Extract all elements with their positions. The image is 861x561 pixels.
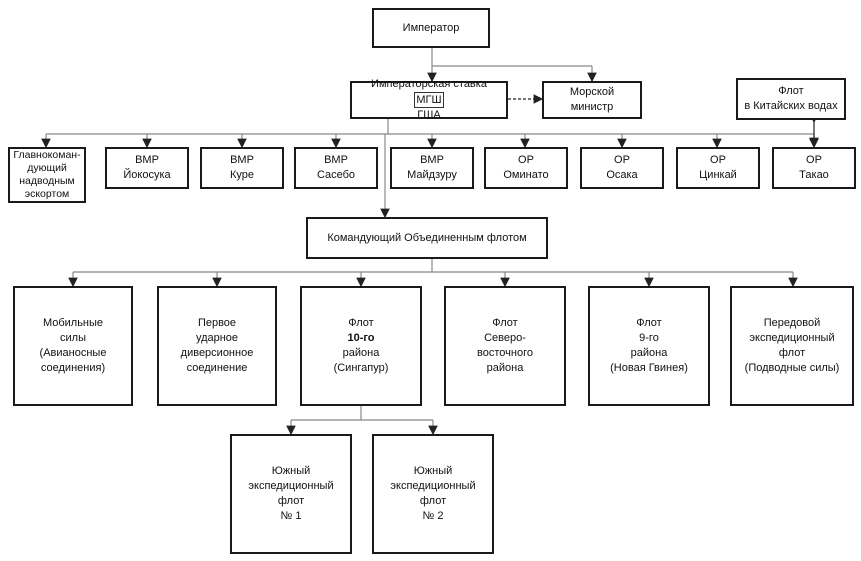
northeast-area-fleet-box: Флот Северо- восточного района [444, 286, 566, 406]
box-text-line: ВМР [420, 154, 444, 167]
guard-district-takao-box: ОР Такао [772, 147, 856, 189]
emperor-label: Император [402, 21, 460, 34]
box-text-line: ОР [518, 154, 534, 167]
imperial-headquarters-title: Императорская ставка [371, 77, 487, 90]
box-text-line: флот [277, 495, 305, 507]
box-text-line: МГШ ГША [414, 91, 444, 124]
southern-expeditionary-fleet-1-box: Южный экспедиционный флот № 1 [230, 434, 352, 554]
box-text-line: дующий [27, 161, 67, 174]
box-text-line: экспедиционный [248, 480, 334, 493]
box-text-line: Южный [413, 465, 453, 478]
china-fleet-line: Флот [778, 85, 804, 98]
box-text-line: ОР [614, 154, 630, 167]
box-text-line: № 2 [422, 509, 444, 522]
box-text-line: Передовой [763, 317, 821, 330]
naval-district-maizuru-box: ВМР Майдзуру [390, 147, 474, 189]
mobile-force-box: Мобильные силы (Авианосные соединения) [13, 286, 133, 406]
box-text-line: 10-го [347, 332, 375, 345]
escort-commander-box: Главнокоман- дующий надводным эскортом [8, 147, 86, 203]
box-text-line: Цинкай [699, 169, 737, 181]
box-text-line: Йокосука [123, 169, 171, 181]
box-text-line: надводным [19, 175, 75, 187]
box-text-line: района [486, 361, 524, 374]
box-text-line: ВМР [135, 154, 159, 167]
box-text-line: ВМР [230, 154, 254, 167]
navy-minister-line: министр [570, 101, 614, 113]
tenth-area-fleet-box: Флот 10-го района (Сингапур) [300, 286, 422, 406]
ninth-area-fleet-box: Флот 9-го района (Новая Гвинея) [588, 286, 710, 406]
box-text-line: (Подводные силы) [744, 361, 840, 374]
box-text-line: Осака [606, 169, 638, 181]
box-text-line: экспедиционный [749, 332, 835, 345]
china-fleet-line: в Китайских водах [744, 100, 838, 112]
box-text-line: № 1 [280, 509, 302, 522]
navy-minister-box: Морской министр [542, 81, 642, 119]
box-text-line: района [630, 347, 668, 359]
box-text-line: Первое [197, 317, 237, 330]
box-text-line: Мобильные [42, 317, 104, 330]
box-text-line: 9-го [639, 332, 659, 345]
box-text-line: флот [778, 347, 806, 359]
box-text-line: соединения) [40, 361, 106, 374]
box-text-line: экспедиционный [390, 480, 476, 493]
box-text-line: (Новая Гвинея) [610, 361, 688, 374]
box-text-line: Майдзуру [407, 169, 457, 181]
guard-district-ominato-box: ОР Оминато [484, 147, 568, 189]
naval-district-sasebo-box: ВМР Сасебо [294, 147, 378, 189]
box-text-line: (Сингапур) [333, 361, 389, 374]
box-text-line: восточного [477, 347, 533, 359]
combined-fleet-commander-box: Командующий Объединенным флотом [306, 217, 548, 259]
box-text-line: Главнокоман- [13, 148, 81, 161]
box-text-line: Флот [492, 317, 518, 330]
box-text-line: Сасебо [316, 169, 356, 181]
box-text-line: ВМР [324, 154, 348, 167]
box-text-line: ОР [710, 154, 726, 167]
navy-minister-line: Морской [569, 86, 615, 99]
imperial-headquarters-box: Императорская ставка МГШ ГША [350, 78, 508, 121]
box-text-line: силы [60, 332, 86, 345]
box-text-line: диверсионное [180, 347, 254, 359]
guard-district-chinkai-box: ОР Цинкай [676, 147, 760, 189]
box-text-line: ударное [195, 332, 239, 345]
naval-staff-label: МГШ [414, 91, 444, 109]
box-text-line: Северо- [484, 332, 526, 345]
first-striking-force-box: Первое ударное диверсионное соединение [157, 286, 277, 406]
box-text-line: Флот [348, 317, 374, 330]
box-text-line: Флот [636, 317, 662, 330]
box-text-line: Южный [271, 465, 311, 478]
southern-expeditionary-fleet-2-box: Южный экспедиционный флот № 2 [372, 434, 494, 554]
box-text-line: соединение [186, 361, 248, 374]
emperor-box: Император [372, 8, 490, 48]
box-text-line: района [342, 347, 380, 359]
box-text-line: ОР [806, 154, 822, 167]
army-staff-label: ГША [417, 109, 441, 122]
box-text-line: эскортом [24, 188, 70, 201]
box-text-line: (Авианосные [39, 347, 107, 359]
guard-district-osaka-box: ОР Осака [580, 147, 664, 189]
box-text-line: Такао [799, 169, 829, 181]
naval-district-yokosuka-box: ВМР Йокосука [105, 147, 189, 189]
naval-district-kure-box: ВМР Куре [200, 147, 284, 189]
box-text-line: Куре [229, 169, 255, 181]
china-fleet-box: Флот в Китайских водах [736, 78, 846, 120]
box-text-line: Оминато [503, 169, 549, 181]
box-text-line: флот [419, 495, 447, 507]
advance-expeditionary-fleet-box: Передовой экспедиционный флот (Подводные… [730, 286, 854, 406]
combined-fleet-label: Командующий Объединенным флотом [327, 231, 527, 244]
